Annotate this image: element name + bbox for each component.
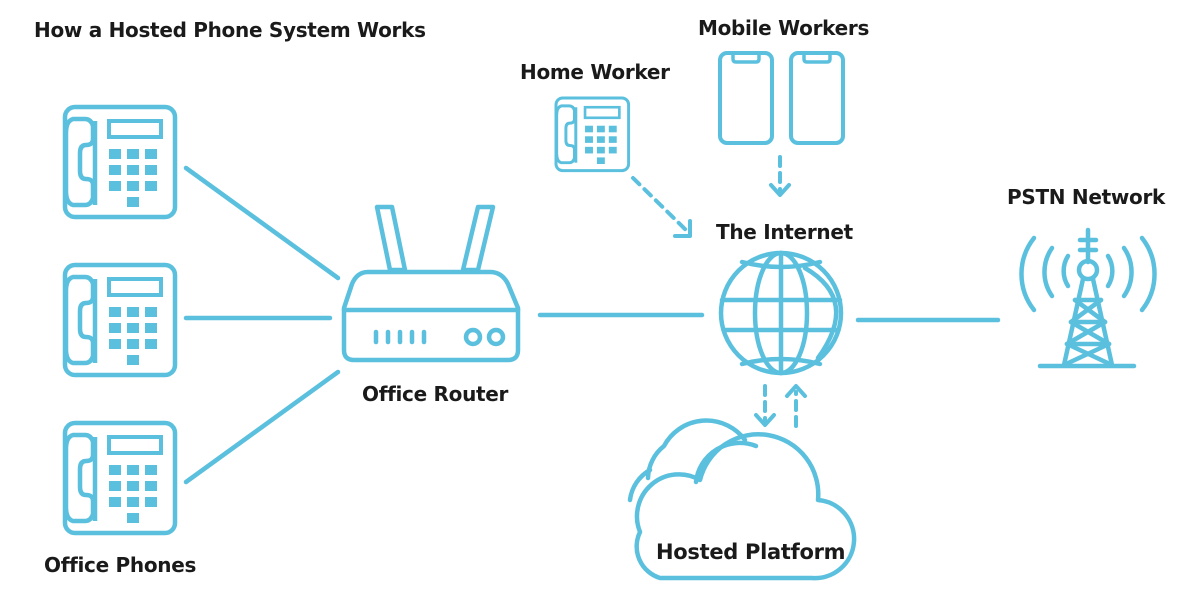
mobile-workers-group xyxy=(718,51,845,145)
mobile-workers-label: Mobile Workers xyxy=(698,16,870,40)
cell-tower-icon xyxy=(1019,227,1157,369)
desk-phone-icon xyxy=(65,265,175,375)
smartphone-icon xyxy=(789,51,845,145)
router-icon xyxy=(341,204,521,363)
smartphone-icon xyxy=(718,51,774,145)
connector-line xyxy=(183,369,341,485)
office-phones-group xyxy=(65,107,175,533)
dashed-arrows xyxy=(631,155,807,428)
desk-phone-icon xyxy=(554,96,631,173)
connector-line xyxy=(183,165,341,281)
office-router-label: Office Router xyxy=(362,382,509,406)
cloud-icon xyxy=(627,418,857,581)
pstn-network-label: PSTN Network xyxy=(1007,185,1166,209)
office-phones-label: Office Phones xyxy=(44,553,197,577)
connector-lines xyxy=(183,165,1001,485)
desk-phone-icon xyxy=(65,423,175,533)
desk-phone-icon xyxy=(65,107,175,217)
diagram-title: How a Hosted Phone System Works xyxy=(34,18,426,42)
internet-label: The Internet xyxy=(716,220,853,244)
home-worker-label: Home Worker xyxy=(520,60,670,84)
globe-icon xyxy=(718,250,844,376)
hosted-platform-label: Hosted Platform xyxy=(656,540,846,564)
